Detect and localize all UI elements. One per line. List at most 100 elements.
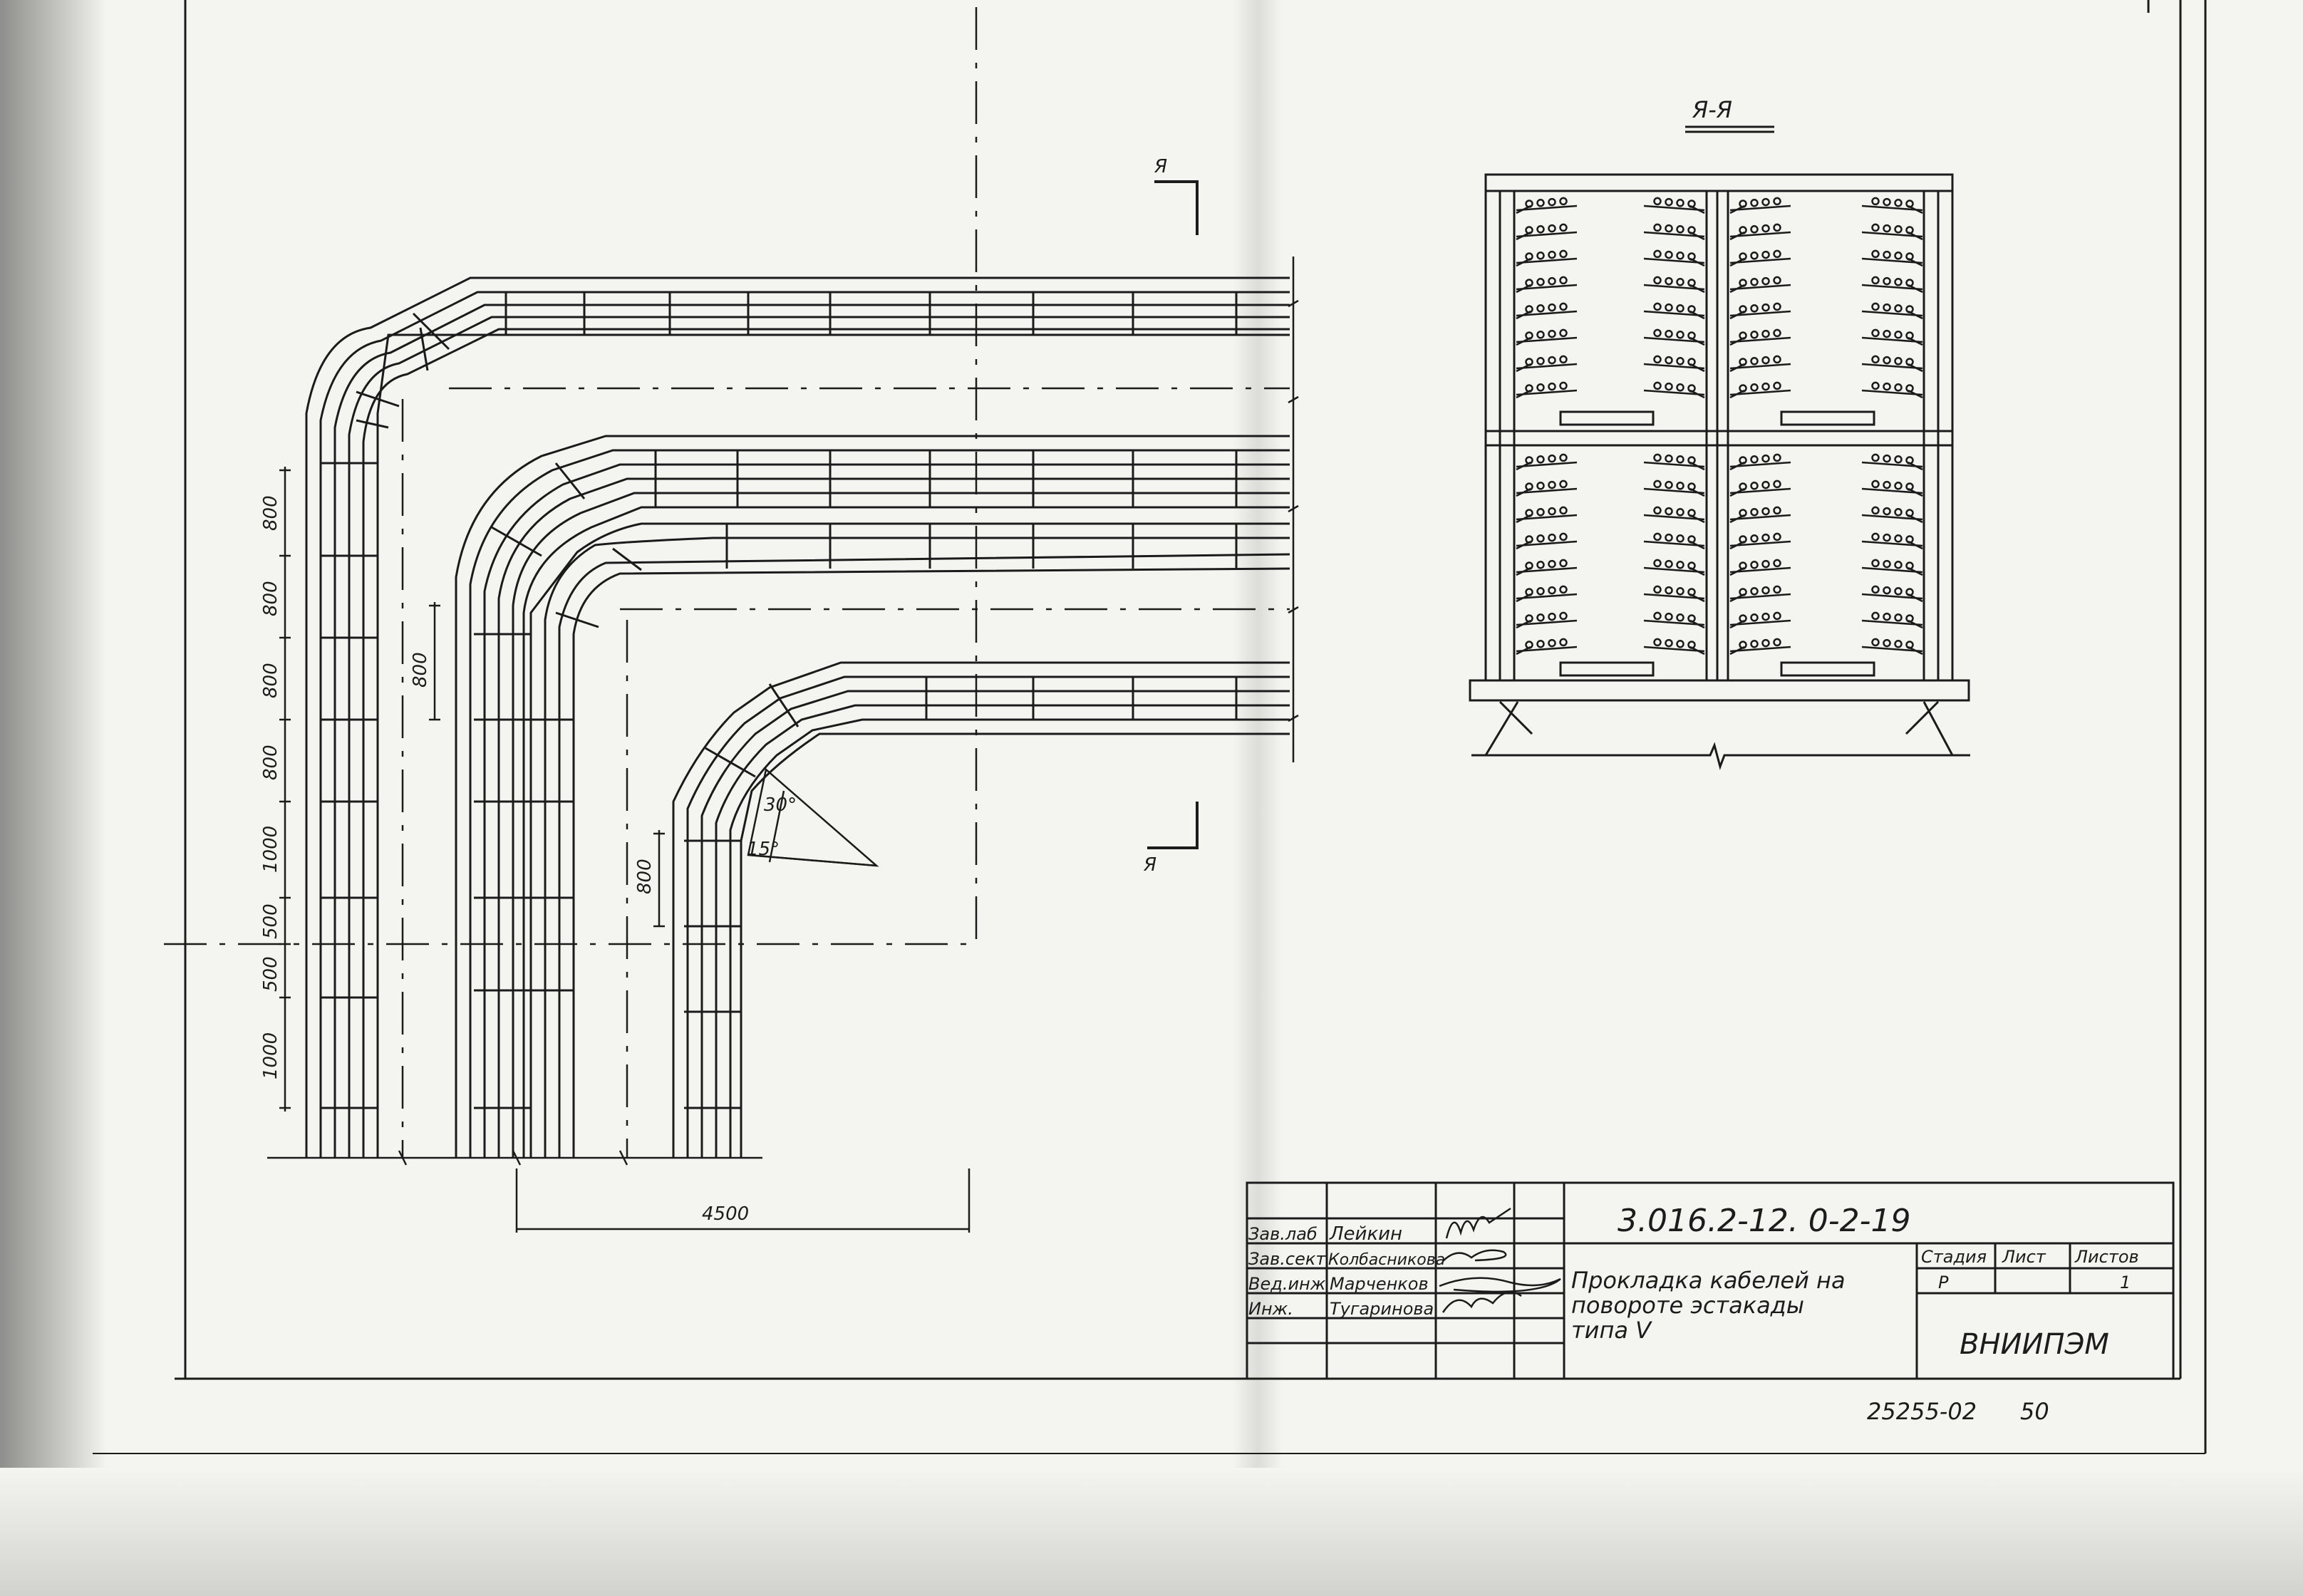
cable	[1750, 534, 1759, 543]
cable	[1894, 357, 1903, 366]
cable	[1536, 383, 1545, 392]
cut-mark-top-label: Я	[1154, 156, 1167, 177]
title-block-text: 3.016.2-12. 0-2-19 Прокладка кабелей на …	[1248, 1203, 2139, 1361]
cable	[1905, 456, 1914, 465]
cable	[1653, 559, 1662, 568]
archive-number: 25255-02	[1867, 1398, 1977, 1425]
organization: ВНИИПЭМ	[1960, 1328, 2109, 1361]
cable	[1871, 585, 1880, 594]
cable	[1559, 532, 1568, 542]
binding-shadow	[0, 0, 107, 1596]
cable	[1905, 561, 1914, 570]
cable	[1525, 279, 1533, 287]
cable	[1905, 614, 1914, 623]
cable	[1548, 356, 1556, 365]
cable	[1687, 614, 1696, 623]
cable	[1905, 279, 1914, 287]
section-view	[1469, 125, 1970, 770]
angle-15-label: 15°	[747, 839, 780, 860]
cable	[1665, 559, 1673, 569]
cable	[1750, 613, 1759, 622]
cable	[1676, 534, 1684, 543]
cable	[1653, 197, 1662, 206]
staff-name-4: Тугаринова	[1330, 1299, 1434, 1319]
cable	[1739, 226, 1747, 234]
staff-role-4: Инж.	[1248, 1299, 1293, 1319]
cable	[1676, 640, 1684, 648]
cable	[1653, 532, 1662, 542]
cable	[1739, 614, 1747, 623]
cable	[1665, 638, 1673, 648]
cable	[1750, 482, 1759, 490]
cable	[1894, 199, 1903, 207]
cable	[1665, 507, 1673, 516]
cable	[1773, 381, 1781, 390]
cable	[1548, 197, 1556, 207]
cable	[1676, 357, 1684, 366]
cable	[1773, 506, 1781, 515]
cable	[1894, 278, 1903, 286]
cable	[1871, 559, 1880, 568]
cable	[1653, 638, 1662, 647]
cable	[1739, 535, 1747, 544]
cable	[1548, 533, 1556, 542]
cable	[1559, 197, 1568, 206]
cable	[1653, 302, 1662, 311]
cable	[1536, 508, 1545, 517]
cable	[1739, 252, 1747, 261]
cable	[1905, 482, 1914, 491]
cable	[1525, 561, 1533, 570]
page-fold	[1233, 0, 1283, 1596]
plan-labels: Я Я 800 800 800 800 1000 500 500 1000 80…	[260, 156, 1167, 1225]
cable	[1559, 276, 1568, 285]
cable	[1687, 279, 1696, 287]
cable	[1739, 358, 1747, 366]
cable	[1894, 508, 1903, 517]
cable	[1665, 303, 1673, 312]
cable	[1548, 454, 1556, 463]
cable	[1871, 197, 1880, 206]
dim-left-4: 800	[260, 745, 281, 780]
cable	[1676, 383, 1684, 392]
dim-middle: 800	[410, 652, 431, 688]
cable	[1773, 585, 1781, 594]
cable	[1773, 197, 1781, 206]
cable	[1665, 197, 1673, 207]
cable	[1761, 638, 1770, 648]
cable	[1536, 331, 1545, 339]
cable	[1883, 224, 1891, 233]
dim-inner: 800	[634, 859, 656, 894]
signatures	[1439, 1207, 1561, 1313]
cable	[1665, 480, 1673, 489]
cable	[1665, 329, 1673, 338]
cable	[1687, 226, 1696, 234]
cable	[1739, 384, 1747, 393]
cable	[1687, 358, 1696, 366]
outer-trestle	[305, 276, 1290, 1158]
cable	[1773, 328, 1781, 338]
cable	[1883, 480, 1891, 489]
section-label: Я-Я	[1692, 96, 1732, 123]
cable	[1525, 641, 1533, 649]
cable	[1525, 305, 1533, 314]
plan-view	[164, 7, 1299, 1233]
cable	[1687, 331, 1696, 340]
section-label-underline	[1685, 125, 1774, 133]
cable	[1871, 532, 1880, 542]
dimension-lines	[279, 467, 971, 1233]
cable	[1761, 507, 1770, 516]
cable	[1894, 455, 1903, 464]
cable	[1871, 611, 1880, 621]
cable	[1676, 508, 1684, 517]
dim-left-5: 1000	[260, 826, 281, 873]
bottom-break-line	[267, 1150, 762, 1166]
sheet-header: Лист	[2002, 1247, 2046, 1267]
cable	[1883, 382, 1891, 391]
cable	[1761, 329, 1770, 338]
staff-name-1: Лейкин	[1329, 1223, 1402, 1245]
cable	[1905, 358, 1914, 366]
cable	[1761, 197, 1770, 207]
dim-left-2: 800	[260, 581, 281, 616]
cable	[1676, 561, 1684, 569]
